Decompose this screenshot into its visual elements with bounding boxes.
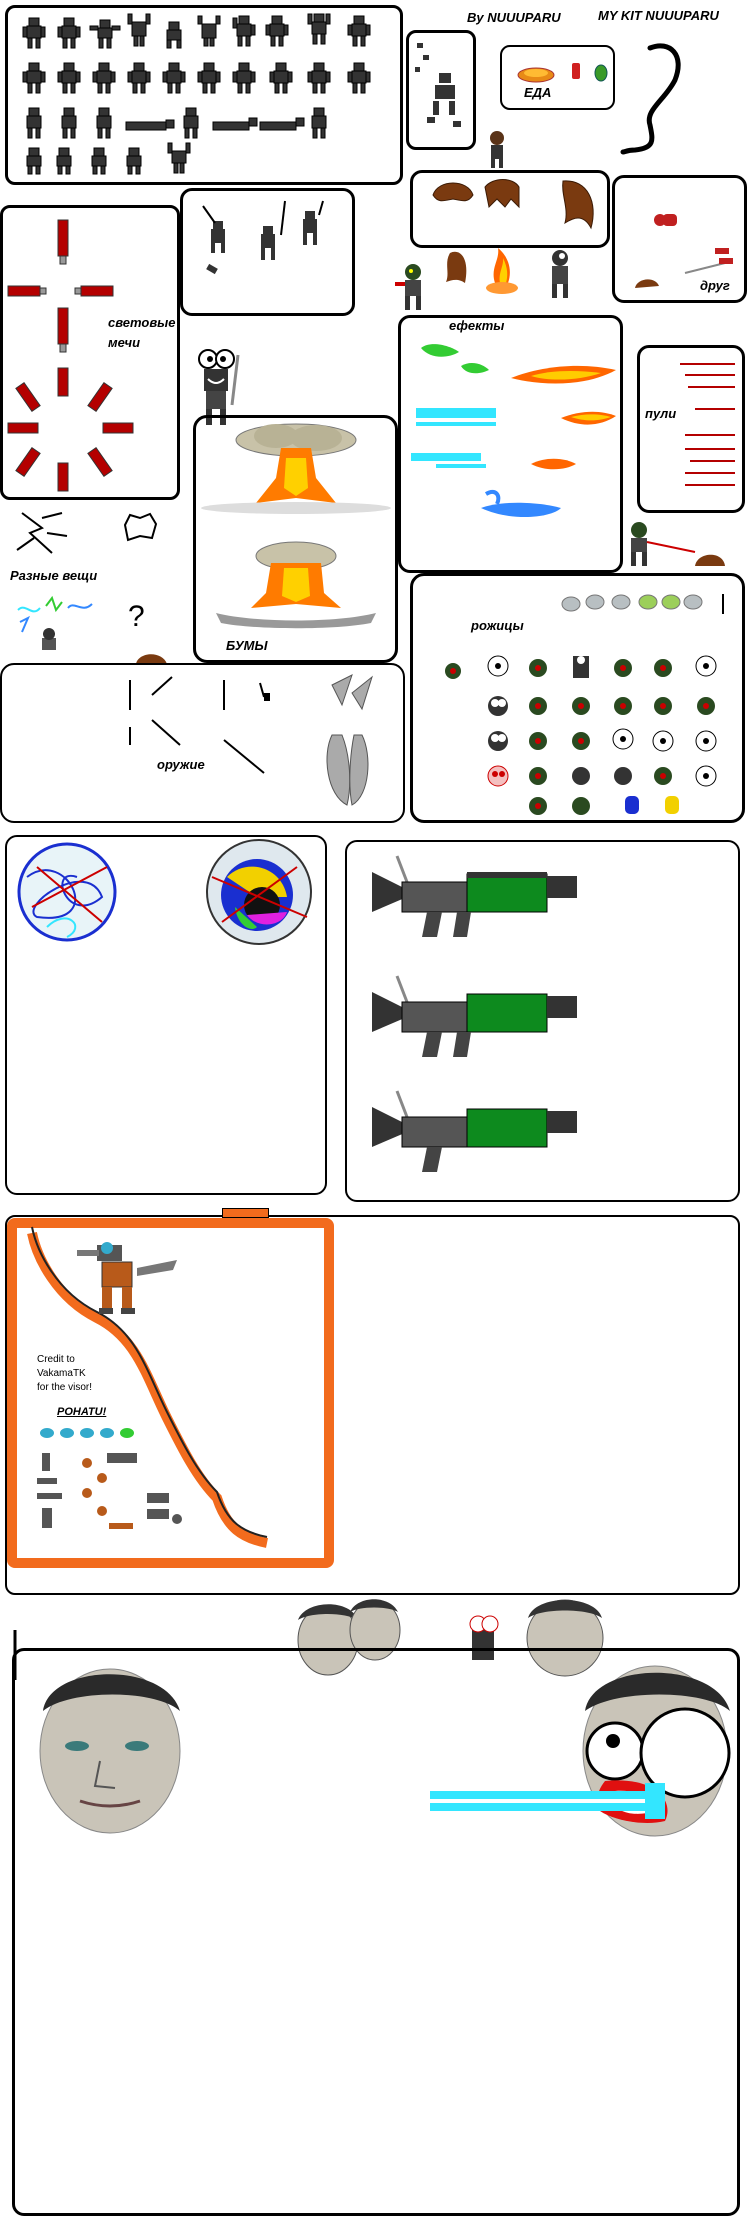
robot-parts-icon bbox=[415, 43, 461, 127]
food-box: ЕДА bbox=[500, 45, 615, 110]
author-label: By NUUUPARU bbox=[467, 10, 561, 25]
weapons-label: оружие bbox=[157, 757, 205, 772]
friend-box: друг bbox=[612, 175, 747, 303]
friend-icon bbox=[635, 214, 733, 288]
lightsabers-label: световые мечи bbox=[108, 315, 176, 350]
gunner-robot-icon bbox=[631, 522, 725, 566]
pohatu-parts-icon bbox=[37, 1428, 182, 1529]
hair-box bbox=[410, 170, 610, 248]
hair-icon bbox=[432, 179, 594, 230]
food-label: ЕДА bbox=[524, 85, 552, 100]
cartoon-character-icon bbox=[198, 349, 240, 425]
credit-line-2: VakamaTK bbox=[37, 1368, 86, 1379]
hook-icon bbox=[620, 43, 681, 155]
gun-icon bbox=[372, 855, 577, 1172]
friend-label: друг bbox=[700, 278, 730, 293]
robot-sprites-box bbox=[5, 5, 403, 185]
pohatu-title: POHATU! bbox=[57, 1406, 107, 1418]
orbs-box bbox=[5, 835, 327, 1195]
weapon-icon bbox=[21, 674, 373, 806]
frame-tab bbox=[222, 1208, 269, 1218]
booms-label: БУМЫ bbox=[226, 638, 268, 653]
robot-figure-icon bbox=[490, 131, 504, 168]
orange-path-icon bbox=[27, 1226, 269, 1548]
effects-label: ефекты bbox=[449, 318, 505, 333]
misc-items-icon: ? bbox=[17, 595, 167, 664]
parts-box bbox=[406, 30, 476, 150]
credit-line-3: for the visor! bbox=[37, 1382, 93, 1393]
explosion-icon bbox=[201, 423, 391, 629]
cloud-icon bbox=[123, 512, 158, 542]
weapons-box: оружие bbox=[0, 663, 405, 823]
orb-icon bbox=[17, 839, 312, 945]
orange-frame: Credit to VakamaTK for the visor! POHATU… bbox=[7, 1218, 334, 1568]
faces-box: рожицы bbox=[410, 573, 745, 823]
credit-line-1: Credit to bbox=[37, 1354, 75, 1365]
sword-poses-box bbox=[180, 188, 355, 316]
green-robot-icon bbox=[395, 264, 421, 310]
kit-label: MY KIT NUUUPARU bbox=[598, 8, 719, 23]
bullets-label: пули bbox=[645, 406, 677, 421]
head-icon bbox=[39, 1665, 731, 1837]
booms-box: БУМЫ bbox=[193, 415, 398, 663]
pohatu-box bbox=[5, 1215, 740, 1595]
misc-label: Разные вещи bbox=[10, 568, 98, 583]
bullet-icon bbox=[680, 363, 735, 486]
lightsabers-box: световые мечи bbox=[0, 205, 180, 500]
bullets-box: пули bbox=[637, 345, 745, 513]
big-box bbox=[12, 1648, 740, 2216]
faces-label: рожицы bbox=[471, 618, 524, 633]
effects-box: ефекты bbox=[398, 315, 623, 573]
flame-icon bbox=[411, 344, 616, 518]
flame-character-icon bbox=[446, 248, 568, 298]
sword-robot-icon bbox=[202, 200, 324, 275]
robot-sprite-grid bbox=[22, 13, 371, 175]
face-icon bbox=[445, 594, 724, 815]
head-row-icon bbox=[13, 1599, 604, 1680]
pohatu-robot-icon bbox=[77, 1242, 177, 1314]
lightning-icon bbox=[16, 512, 68, 554]
svg-text:?: ? bbox=[128, 600, 145, 633]
lightsaber-icon bbox=[7, 219, 134, 492]
guns-box bbox=[345, 840, 740, 1202]
food-icon bbox=[517, 63, 608, 83]
